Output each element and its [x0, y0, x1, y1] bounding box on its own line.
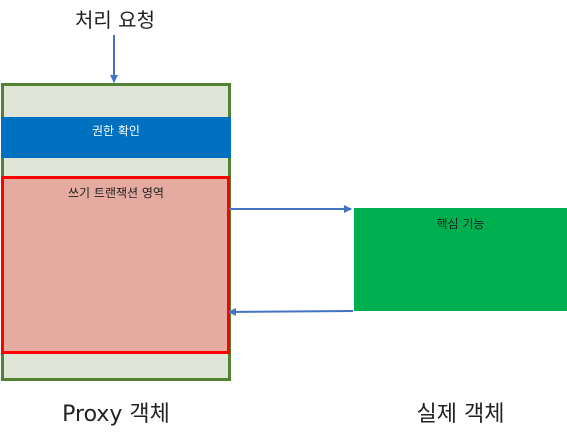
real-object-caption: 실제 객체: [416, 402, 505, 427]
core-function-label: 핵심 기능: [436, 217, 485, 231]
write-transaction-label: 쓰기 트랜잭션 영역: [68, 186, 164, 200]
auth-check-band: [1, 117, 231, 158]
real-object-core-box: [354, 208, 567, 311]
write-transaction-region: [1, 176, 230, 354]
return-arrow: [228, 307, 354, 316]
proxy-object-caption: Proxy 객체: [62, 402, 170, 427]
auth-check-label: 권한 확인: [92, 124, 140, 138]
request-label: 처리 요청: [75, 8, 155, 32]
